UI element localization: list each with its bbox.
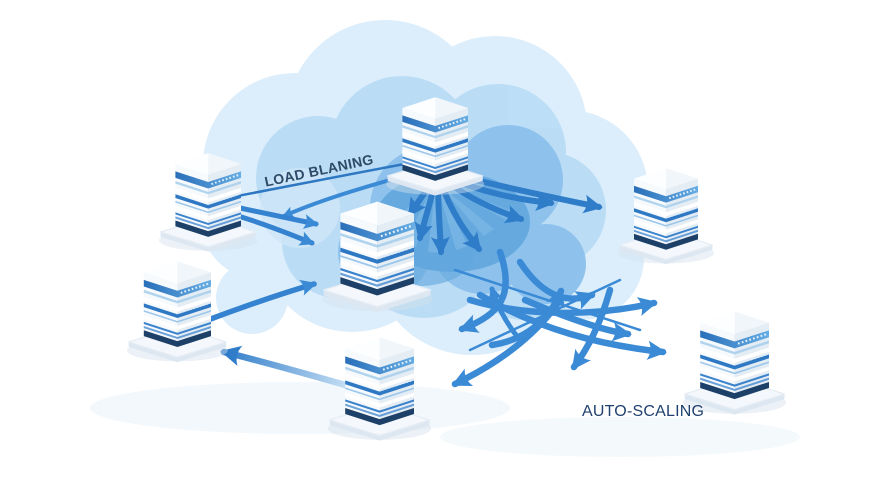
auto-scaling-label: AUTO-SCALING xyxy=(582,403,705,420)
auto-scaling-arrow-tangle xyxy=(451,248,667,388)
server-icon-bottom-left xyxy=(127,260,228,364)
server-icon-bottom-right xyxy=(683,310,787,416)
